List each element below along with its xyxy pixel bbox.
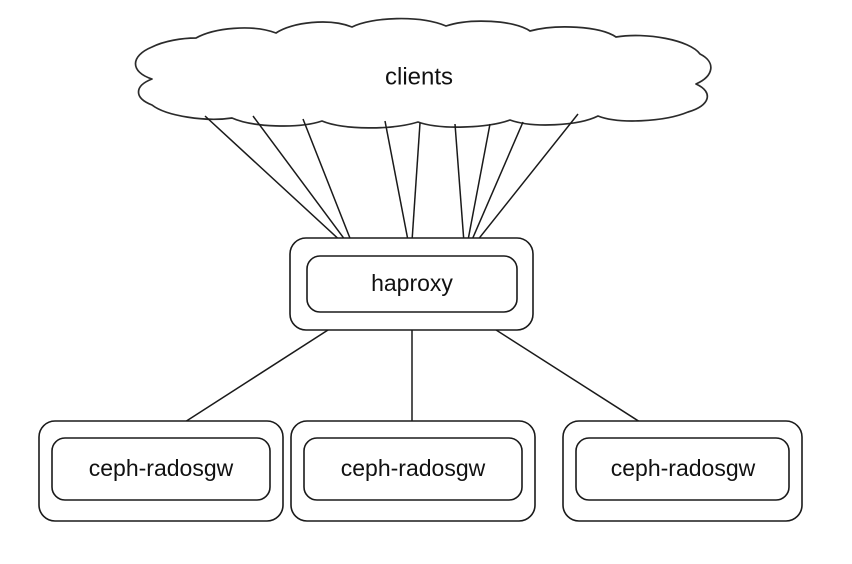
client-edge xyxy=(204,115,358,257)
ceph-radosgw-label-3: ceph-radosgw xyxy=(611,455,756,481)
proxy-to-gateway-edges xyxy=(159,311,666,439)
cloud-icon xyxy=(134,17,712,129)
ceph-radosgw-inner-box-1 xyxy=(51,437,271,501)
client-to-proxy-edges xyxy=(204,113,579,257)
clients-cloud-node[interactable]: clients xyxy=(134,17,712,129)
haproxy-label: haproxy xyxy=(371,270,453,296)
haproxy-inner-box xyxy=(306,255,518,313)
ceph-radosgw-label-1: ceph-radosgw xyxy=(89,455,234,481)
ceph-radosgw-inner-box-2 xyxy=(303,437,523,501)
cloud-label: clients xyxy=(385,63,453,90)
client-edge xyxy=(464,123,491,257)
client-edge xyxy=(454,123,466,257)
haproxy-node[interactable]: haproxy xyxy=(289,237,534,331)
client-edge xyxy=(410,122,421,257)
gateway-edge xyxy=(467,311,666,439)
ceph-radosgw-label-2: ceph-radosgw xyxy=(341,455,486,481)
client-edge xyxy=(252,115,358,257)
client-edge xyxy=(302,118,358,257)
gateway-edge xyxy=(159,311,357,439)
ceph-radosgw-node-1[interactable]: ceph-radosgw xyxy=(38,420,284,522)
client-edge xyxy=(384,120,412,257)
ceph-radosgw-inner-box-3 xyxy=(575,437,790,501)
client-edge xyxy=(464,121,524,257)
ceph-radosgw-node-3[interactable]: ceph-radosgw xyxy=(562,420,803,522)
ceph-radosgw-node-2[interactable]: ceph-radosgw xyxy=(290,420,536,522)
client-edge xyxy=(464,113,579,257)
